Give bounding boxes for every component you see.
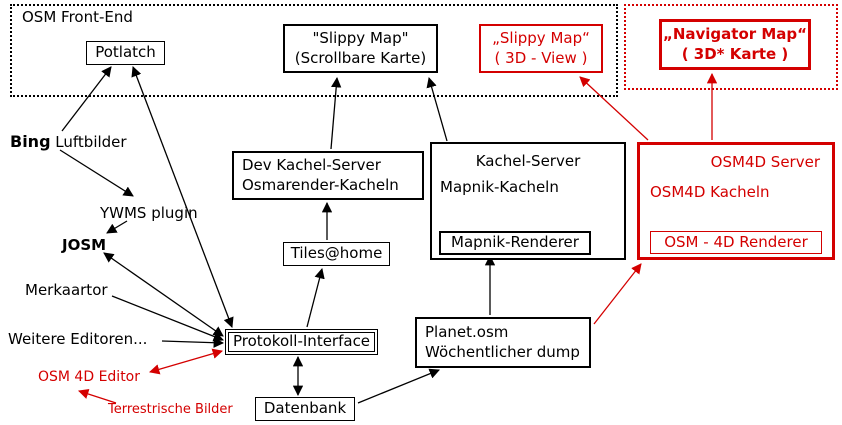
frontend-group-box (10, 4, 618, 97)
tiles-home-label: Tiles@home (290, 244, 383, 263)
slippy-map-3d-title: „Slippy Map“ (492, 29, 590, 47)
node-slippy-map-3d: „Slippy Map“ ( 3D - View ) (479, 24, 603, 73)
node-osm4d-server: OSM4D Server OSM4D Kacheln OSM - 4D Rend… (637, 142, 835, 260)
luftbilder-word: Luftbilder (50, 133, 127, 151)
arrow-osm4deditor-protokoll (149, 348, 223, 375)
arrow-ywms-josm (106, 220, 128, 234)
osm4d-server-title: OSM4D Server (710, 153, 820, 171)
frontend-group-label: OSM Front-End (22, 8, 133, 26)
potlatch-label: Potlatch (95, 43, 156, 62)
arrow-protokoll-tiles (306, 267, 325, 328)
node-tiles-home: Tiles@home (283, 242, 390, 266)
kachel-server-title: Kachel-Server (475, 152, 581, 170)
label-josm: JOSM (62, 236, 107, 254)
osm4d-kacheln-label: OSM4D Kacheln (650, 183, 770, 201)
node-navigator-map: „Navigator Map“ ( 3D* Karte ) (659, 19, 811, 70)
navigator-map-subtitle: ( 3D* Karte ) (681, 44, 789, 63)
slippy-map-subtitle: (Scrollbare Karte) (294, 48, 427, 67)
dev-kachel-server-line1: Dev Kachel-Server (242, 156, 381, 174)
arrow-josm-protokoll (103, 252, 224, 337)
arrow-potlatch-protokoll (131, 66, 234, 328)
datenbank-label: Datenbank (263, 399, 347, 418)
bing-word: Bing (10, 132, 51, 151)
label-osm4d-editor: OSM 4D Editor (38, 369, 141, 385)
node-osm4d-renderer: OSM - 4D Renderer (650, 231, 822, 254)
protokoll-interface-label: Protokoll-Interface (232, 332, 371, 351)
node-slippy-map: "Slippy Map" (Scrollbare Karte) (283, 24, 438, 73)
planet-osm-line1: Planet.osm (425, 323, 509, 341)
dev-kachel-server-line2: Osmarender-Kacheln (242, 175, 399, 194)
label-ywms-plugin: YWMS plugin (100, 204, 198, 222)
node-planet-osm: Planet.osm Wöchentlicher dump (415, 317, 591, 368)
node-kachel-server: Kachel-Server Mapnik-Kacheln Mapnik-Rend… (430, 142, 626, 260)
mapnik-kacheln-label: Mapnik-Kacheln (440, 178, 559, 196)
node-potlatch: Potlatch (86, 41, 165, 65)
navigator-map-title: „Navigator Map“ (662, 25, 808, 43)
frontend-3d-group-box (624, 4, 838, 90)
label-weitere-editoren: Weitere Editoren... (8, 330, 148, 348)
label-terrestrische-bilder: Terrestrische Bilder (108, 402, 233, 417)
arrow-planet-osm4dserver (593, 263, 642, 325)
node-protokoll-interface: Protokoll-Interface (225, 329, 378, 355)
node-mapnik-renderer: Mapnik-Renderer (439, 231, 591, 255)
arrow-bing-ywms (59, 149, 134, 197)
slippy-map-title: "Slippy Map" (312, 29, 409, 47)
label-merkaartor: Merkaartor (25, 281, 108, 299)
node-dev-kachel-server: Dev Kachel-Server Osmarender-Kacheln (232, 151, 424, 200)
planet-osm-line2: Wöchentlicher dump (425, 342, 580, 361)
slippy-map-3d-subtitle: ( 3D - View ) (494, 48, 588, 67)
arrow-weitere-protokoll (161, 337, 225, 348)
arrow-datenbank-planet (357, 368, 440, 404)
label-bing-luftbilder: Bing Luftbilder (10, 132, 127, 151)
node-datenbank: Datenbank (255, 397, 355, 421)
